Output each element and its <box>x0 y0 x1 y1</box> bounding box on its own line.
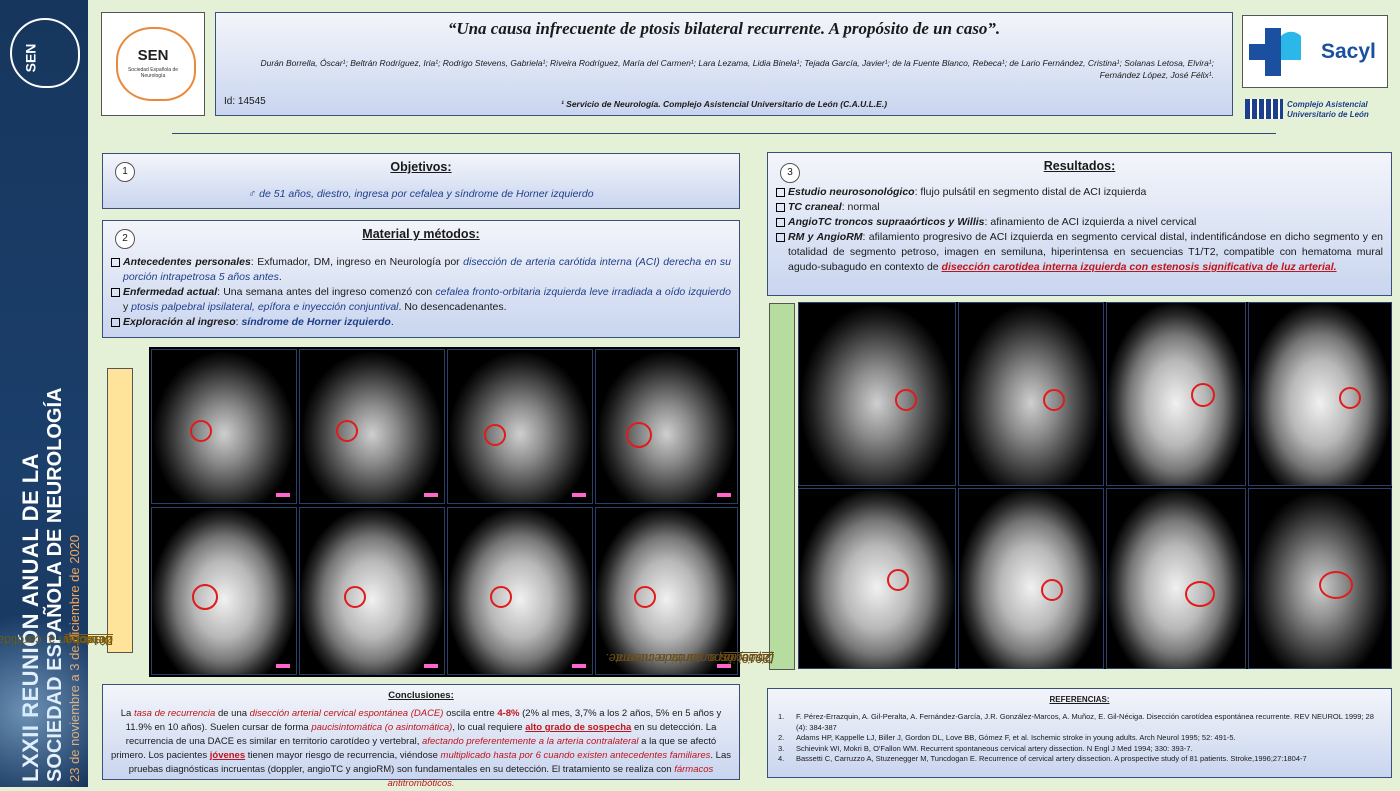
reference-item: 2.Adams HP, Kappelle LJ, Biller J, Gordo… <box>778 733 1236 742</box>
poster-title: “Una causa infrecuente de ptosis bilater… <box>447 19 1001 38</box>
objetivos-heading: Objetivos: <box>390 160 452 174</box>
lesion-marker <box>336 420 358 442</box>
mri-image <box>1248 302 1392 486</box>
list-item: Antecedentes personales: Exfumador, DM, … <box>111 255 731 285</box>
event-sidebar: SEN LXXII REUNIÓN ANUAL DE LA SOCIEDAD E… <box>0 0 88 787</box>
lesion-marker <box>1339 387 1361 409</box>
mri-image <box>447 507 593 675</box>
list-item: AngioTC troncos supraaórticos y Willis: … <box>776 215 1383 230</box>
reference-item: 4.Bassetti C, Carruzzo A, Stuzenegger M,… <box>778 754 1307 763</box>
hospital-logo: Complejo Asistencial Universitario de Le… <box>1245 97 1395 123</box>
left-image-caption: Disección a. carótida interna derecha 20… <box>0 368 133 653</box>
list-item: TC craneal: normal <box>776 200 1383 215</box>
brain-illustration <box>0 597 88 787</box>
mri-image <box>595 507 738 675</box>
lesion-marker <box>895 389 917 411</box>
objetivos-section: 1 Objetivos: ♂ de 51 años, diestro, ingr… <box>102 153 740 209</box>
mri-image <box>595 349 738 504</box>
list-item: Enfermedad actual: Una semana antes del … <box>111 285 731 315</box>
sacyl-wordmark: Sacyl <box>1321 40 1376 63</box>
mri-image <box>1248 488 1392 669</box>
mri-image <box>1106 488 1246 669</box>
poster-id: Id: 14545 <box>224 96 266 107</box>
list-item: Exploración al ingreso: síndrome de Horn… <box>111 315 731 330</box>
header-divider <box>172 133 1276 134</box>
resultados-heading: Resultados: <box>1043 159 1116 173</box>
referencias-section: REFERENCIAS: 1.F. Pérez-Errazquin, A. Gi… <box>767 688 1392 778</box>
brain-outline-icon <box>116 27 196 101</box>
sen-circle-logo: SEN <box>10 18 80 88</box>
references-list: 1.F. Pérez-Errazquin, A. Gil-Peralta, A.… <box>768 712 1391 765</box>
lesion-marker <box>490 586 512 608</box>
lesion-marker <box>1191 383 1215 407</box>
hospital-name-line1: Complejo Asistencial <box>1287 100 1368 109</box>
mri-image <box>447 349 593 504</box>
section-number: 2 <box>115 229 135 249</box>
sen-logo-subtitle: Sociedad Española de Neurología <box>127 67 179 79</box>
mri-image <box>958 302 1104 486</box>
mri-image <box>798 302 956 486</box>
affiliation: ¹ Servicio de Neurología. Complejo Asist… <box>560 99 888 109</box>
reference-item: 3.Schievink WI, Mokri B, O'Fallon WM. Re… <box>778 743 1193 753</box>
lesion-marker <box>626 422 652 448</box>
sacyl-logo: Sacyl <box>1242 15 1388 88</box>
mri-image <box>958 488 1104 669</box>
objetivos-text: ♂ de 51 años, diestro, ingresa por cefal… <box>248 188 594 200</box>
lesion-marker <box>484 424 506 446</box>
hospital-logo-icon <box>1245 99 1283 119</box>
lesion-marker <box>1319 571 1353 599</box>
mri-image <box>1106 302 1246 486</box>
conclusiones-heading: Conclusiones: <box>388 690 454 701</box>
lesion-marker <box>1041 579 1063 601</box>
hospital-name-line2: Universitario de León <box>1287 110 1369 119</box>
mri-image <box>151 507 297 675</box>
lesion-marker <box>190 420 212 442</box>
lesion-marker <box>344 586 366 608</box>
mri-image <box>299 349 445 504</box>
left-mri-panel <box>149 347 740 677</box>
material-section: 2 Material y métodos: Antecedentes perso… <box>102 220 740 338</box>
sacyl-cross-icon <box>1249 28 1301 76</box>
mri-image <box>798 488 956 669</box>
material-list: Antecedentes personales: Exfumador, DM, … <box>111 255 731 330</box>
lesion-marker <box>634 586 656 608</box>
referencias-heading: REFERENCIAS: <box>1049 695 1110 704</box>
sen-logo-text: SEN <box>137 47 169 64</box>
mri-image <box>299 507 445 675</box>
resultados-section: 3 Resultados: Estudio neurosonológico: f… <box>767 152 1392 296</box>
list-item: RM y AngioRM: afilamiento progresivo de … <box>776 230 1383 275</box>
title-box: “Una causa infrecuente de ptosis bilater… <box>215 12 1233 116</box>
section-number: 3 <box>780 163 800 183</box>
lesion-marker <box>1043 389 1065 411</box>
section-number: 1 <box>115 162 135 182</box>
reference-item: 1.F. Pérez-Errazquin, A. Gil-Peralta, A.… <box>778 712 1374 732</box>
sidebar-logo-text: SEN <box>22 43 39 73</box>
list-item: Estudio neurosonológico: flujo pulsátil … <box>776 185 1383 200</box>
sen-logo-box: SEN Sociedad Española de Neurología <box>101 12 205 116</box>
material-heading: Material y métodos: <box>362 227 480 241</box>
lesion-marker <box>192 584 218 610</box>
right-image-caption: Disección a. carótida interna izquierda … <box>605 303 795 670</box>
lesion-marker <box>1185 581 1215 607</box>
conclusiones-section: Conclusiones: La tasa de recurrencia de … <box>102 684 740 789</box>
authors: Durán Borrella, Óscar¹; Beltrán Rodrígue… <box>260 58 1214 80</box>
conclusiones-text: La tasa de recurrencia de una disección … <box>111 708 731 789</box>
right-mri-panel <box>798 302 1392 669</box>
lesion-marker <box>887 569 909 591</box>
mri-image <box>151 349 297 504</box>
resultados-list: Estudio neurosonológico: flujo pulsátil … <box>776 185 1383 275</box>
